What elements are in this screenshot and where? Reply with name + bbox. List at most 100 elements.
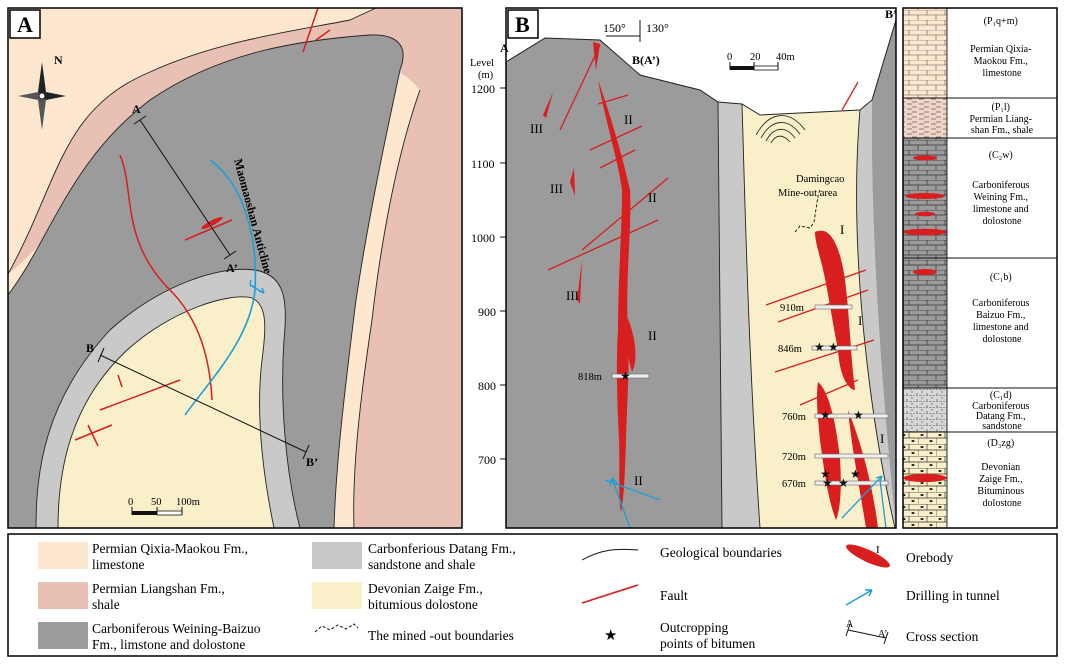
tunnel-label-818: 818m (578, 372, 602, 383)
strat-3: (C₂w) Carboniferous Weining Fm., limesto… (972, 150, 1032, 227)
legend-zaige: Devonian Zaige Fm., bitumious dolostone (368, 581, 486, 612)
section-b-end: B’ (306, 455, 318, 469)
legend-swatch-weining (38, 622, 88, 649)
panel-b-orebodies-left (543, 42, 636, 512)
panel-a: Maomaoshan Anticline A A’ B B’ N (7, 7, 463, 529)
orebody-icon-tag: I (876, 544, 880, 556)
section-b-start: B (86, 341, 94, 355)
tunnel-label-720: 720m (782, 452, 806, 463)
mineout-label-1: Damingcao (796, 174, 844, 185)
legend-fault: Fault (660, 588, 688, 603)
cross-section-icon-b: A’ (878, 629, 887, 640)
cross-section-weining-left (506, 38, 722, 528)
section-a-start: A (132, 102, 141, 116)
litho-datang (903, 388, 947, 432)
scale-b-20: 20 (750, 52, 761, 63)
roman-label-9: I (858, 313, 862, 328)
level-700: 700 (478, 453, 496, 467)
roman-label-7: II (634, 473, 643, 488)
section-b-line (99, 354, 307, 453)
zaige-zone (58, 296, 274, 528)
roman-label-4: II (648, 190, 657, 205)
north-label: N (54, 53, 63, 67)
tunnel-label-846: 846m (778, 344, 802, 355)
legend-orebody: Orebody (906, 550, 953, 565)
column-orebodies (903, 155, 947, 482)
cross-section-icon (845, 623, 889, 645)
svg-text:★: ★ (822, 476, 833, 490)
roman-label-5: III (566, 288, 579, 303)
scale-b-0: 0 (727, 52, 732, 63)
level-axis (500, 80, 507, 528)
angle-left: 150° (603, 21, 626, 35)
tunnel-label-760: 760m (782, 412, 806, 423)
svg-text:★: ★ (814, 340, 825, 354)
mine-out-boundary (794, 189, 821, 233)
tunnel-label-910: 910m (780, 303, 804, 314)
axis-title-level: Level (470, 58, 494, 69)
drilling-icon (845, 589, 873, 606)
bitumen-points: ★ ★ ★ ★ ★ ★ ★ ★ ★ (620, 340, 864, 490)
tunnels (611, 304, 889, 486)
legend-bitumen: Outcropping points of bitumen (660, 620, 755, 651)
mineout-label-2: Mine-out area (778, 188, 838, 199)
roman-label-8: I (840, 222, 844, 237)
section-a-line (139, 119, 231, 256)
scale-a-100: 100m (176, 497, 200, 508)
strat-4: (C₁b) Carboniferous Baizuo Fm., limeston… (972, 272, 1032, 345)
svg-text:★: ★ (828, 340, 839, 354)
svg-text:★: ★ (853, 408, 864, 422)
level-800: 800 (478, 379, 496, 393)
legend-weining: Carboniferous Weining-Baizuo Fm., limsto… (92, 621, 264, 652)
fault-icon (581, 584, 639, 604)
roman-label-2: II (624, 112, 633, 127)
cross-section-left-end: A (500, 41, 509, 55)
roman-label-10: I (880, 431, 884, 446)
scale-b-40: 40m (776, 52, 795, 63)
roman-label-3: III (550, 181, 563, 196)
column-dividers (903, 8, 1057, 528)
legend-qixia: Permian Qixia-Maokou Fm., limestone (92, 541, 251, 572)
level-1000: 1000 (471, 231, 495, 245)
svg-text:★: ★ (820, 408, 831, 422)
north-arrow-icon (18, 62, 66, 130)
fold-arcs (755, 115, 806, 144)
strat-1: (P₁q+m) Permian Qixia- Maokou Fm., limes… (970, 16, 1034, 79)
panel-b-label: B (515, 12, 530, 37)
anticline-axis (184, 159, 257, 416)
legend-swatch-zaige (312, 582, 362, 609)
section-a-end: A’ (226, 261, 238, 275)
litho-liangshan (903, 98, 947, 138)
cross-section-zaige (742, 104, 895, 528)
legend-liangshan: Permian Liangshan Fm., shale (92, 581, 228, 612)
svg-text:★: ★ (620, 369, 631, 383)
cross-section-weining-right (871, 20, 896, 528)
legend-swatch-datang (312, 542, 362, 569)
legend-drilling: Drilling in tunnel (906, 588, 1000, 603)
panel-a-faults (74, 7, 331, 447)
cross-section-icon-a: A (846, 619, 854, 630)
level-1100: 1100 (471, 157, 495, 171)
strat-6: (D₃zg) Devonian Zaige Fm., Bituminous do… (977, 438, 1026, 509)
panel-a-scale-bar (131, 507, 183, 516)
strat-5: (C₁d) Carboniferous Datang Fm., sandston… (972, 390, 1032, 432)
legend-geo-boundary: Geological boundaries (660, 545, 782, 560)
orebody-icon (846, 544, 890, 568)
tunnel-label-670: 670m (782, 479, 806, 490)
panel-b: Damingcao Mine-out area 818m 910m 846m 7… (470, 7, 897, 529)
legend-swatch-liangshan (38, 582, 88, 609)
roman-label-6: II (648, 328, 657, 343)
strat-column: (P₁q+m) Permian Qixia- Maokou Fm., limes… (902, 7, 1058, 529)
svg-text:★: ★ (820, 467, 831, 481)
bitumen-star-icon: ★ (604, 628, 617, 644)
legend-swatch-qixia (38, 542, 88, 569)
level-1200: 1200 (471, 82, 495, 96)
cross-section-datang-left (718, 102, 760, 528)
drill-arrows (604, 475, 887, 529)
legend-datang: Carbonferious Datang Fm., sandstone and … (368, 541, 519, 572)
litho-qixia (903, 8, 947, 98)
strat-2: (P₁l) Permian Liang- shan Fm., shale (970, 102, 1035, 136)
scale-a-50: 50 (151, 497, 162, 508)
